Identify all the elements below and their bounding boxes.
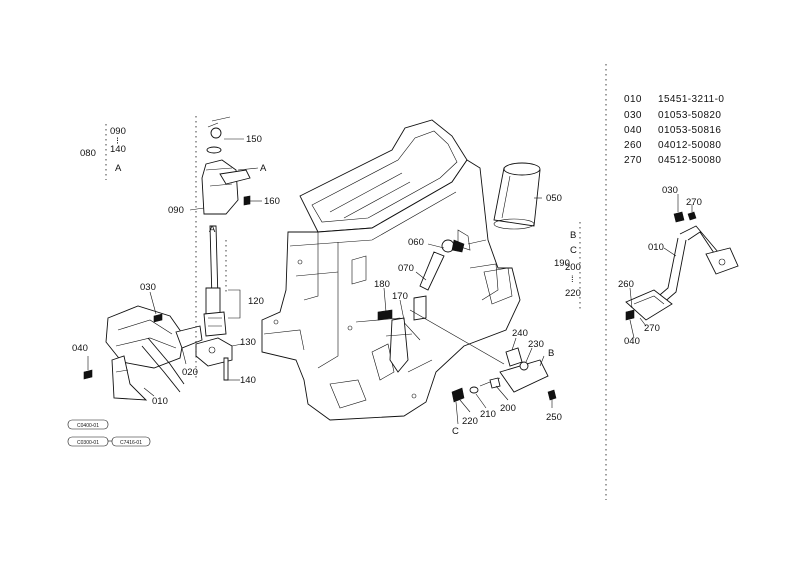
parts-table-ref: 010	[624, 94, 642, 105]
callout-020: 020	[182, 367, 198, 378]
serial-code-2: C0300-01	[77, 440, 99, 446]
parts-table-part-no: 04512-50080	[658, 155, 721, 166]
callout-A-pump: A	[260, 163, 267, 174]
dipstick-guide-parts	[377, 239, 465, 321]
callout-250: 250	[546, 412, 562, 423]
inset-callout-260: 260	[618, 279, 634, 290]
bracket-080-ref: 080	[80, 148, 96, 159]
callout-230: 230	[528, 339, 544, 350]
callout-150: 150	[246, 134, 262, 145]
bracket-190-item-3: 200	[565, 262, 581, 273]
inset-callout-040: 040	[624, 336, 640, 347]
callout-160: 160	[264, 196, 280, 207]
bracket-190-group: 190 B C 200 ⁞ 220	[554, 230, 581, 299]
bracket-190-ref: 190	[554, 258, 570, 269]
oil-pump-assembly	[195, 116, 251, 381]
parts-table-part-no: 15451-3211-0	[658, 94, 724, 105]
callout-040: 040	[72, 343, 88, 354]
leader-lines	[87, 138, 553, 425]
parts-table-part-no: 04012-50080	[658, 140, 721, 151]
parts-table-ref: 040	[624, 125, 642, 136]
callout-210: 210	[480, 409, 496, 420]
callout-060: 060	[408, 237, 424, 248]
inset-callout-labels: 030 270 010 260 270 040	[618, 185, 702, 347]
callout-140: 140	[240, 375, 256, 386]
callout-170: 170	[392, 291, 408, 302]
parts-table: 010 15451-3211-0 030 01053-50820 040 010…	[624, 94, 724, 166]
bracket-190-sep: ⁞	[571, 274, 574, 285]
serial-code-1: C0400-01	[77, 423, 99, 429]
callout-C: C	[452, 426, 459, 437]
callout-120: 120	[248, 296, 264, 307]
bracket-080-sep: ⁝	[116, 136, 119, 147]
engine-block	[261, 119, 521, 421]
callout-labels: 150 A 160 090 120 130 140 030 040 020 01…	[72, 134, 562, 437]
callout-090: 090	[168, 205, 184, 216]
bracket-190-item-2: C	[570, 245, 577, 256]
inset-callout-010: 010	[648, 242, 664, 253]
callout-180: 180	[374, 279, 390, 290]
oil-filter-050	[493, 162, 541, 230]
parts-table-ref: 260	[624, 140, 642, 151]
callout-A-shaft: A	[209, 224, 216, 235]
parts-table-ref: 270	[624, 155, 642, 166]
callout-050: 050	[546, 193, 562, 204]
callout-240: 240	[512, 328, 528, 339]
callout-010: 010	[152, 396, 168, 407]
bracket-190-item-4: 220	[565, 288, 581, 299]
callout-200: 200	[500, 403, 516, 414]
inset-oil-pipe-diagram	[625, 194, 739, 339]
callout-B: B	[548, 348, 554, 359]
oil-strainer-assembly	[83, 305, 203, 401]
bracket-190-item-1: B	[570, 230, 576, 241]
serial-code-stamps: C0400-01 C0300-01 C7416-01	[67, 419, 151, 447]
bracket-080-item-2: 140	[110, 144, 126, 155]
relief-valve-parts	[409, 309, 557, 403]
serial-code-3: C7416-01	[120, 440, 142, 446]
inset-callout-270-top: 270	[686, 197, 702, 208]
parts-table-ref: 030	[624, 110, 642, 121]
bracket-marks	[105, 116, 581, 380]
callout-030: 030	[140, 282, 156, 293]
parts-table-part-no: 01053-50816	[658, 125, 721, 136]
callout-070: 070	[398, 263, 414, 274]
inset-callout-030: 030	[662, 185, 678, 196]
callout-130: 130	[240, 337, 256, 348]
bracket-080-item-1: 090	[110, 126, 126, 137]
bracket-080-group: 080 090 ⁝ 140 A	[80, 126, 126, 174]
bracket-080-item-3: A	[115, 163, 122, 174]
callout-220: 220	[462, 416, 478, 427]
parts-table-part-no: 01053-50820	[658, 110, 721, 121]
inset-callout-270-bottom: 270	[644, 323, 660, 334]
